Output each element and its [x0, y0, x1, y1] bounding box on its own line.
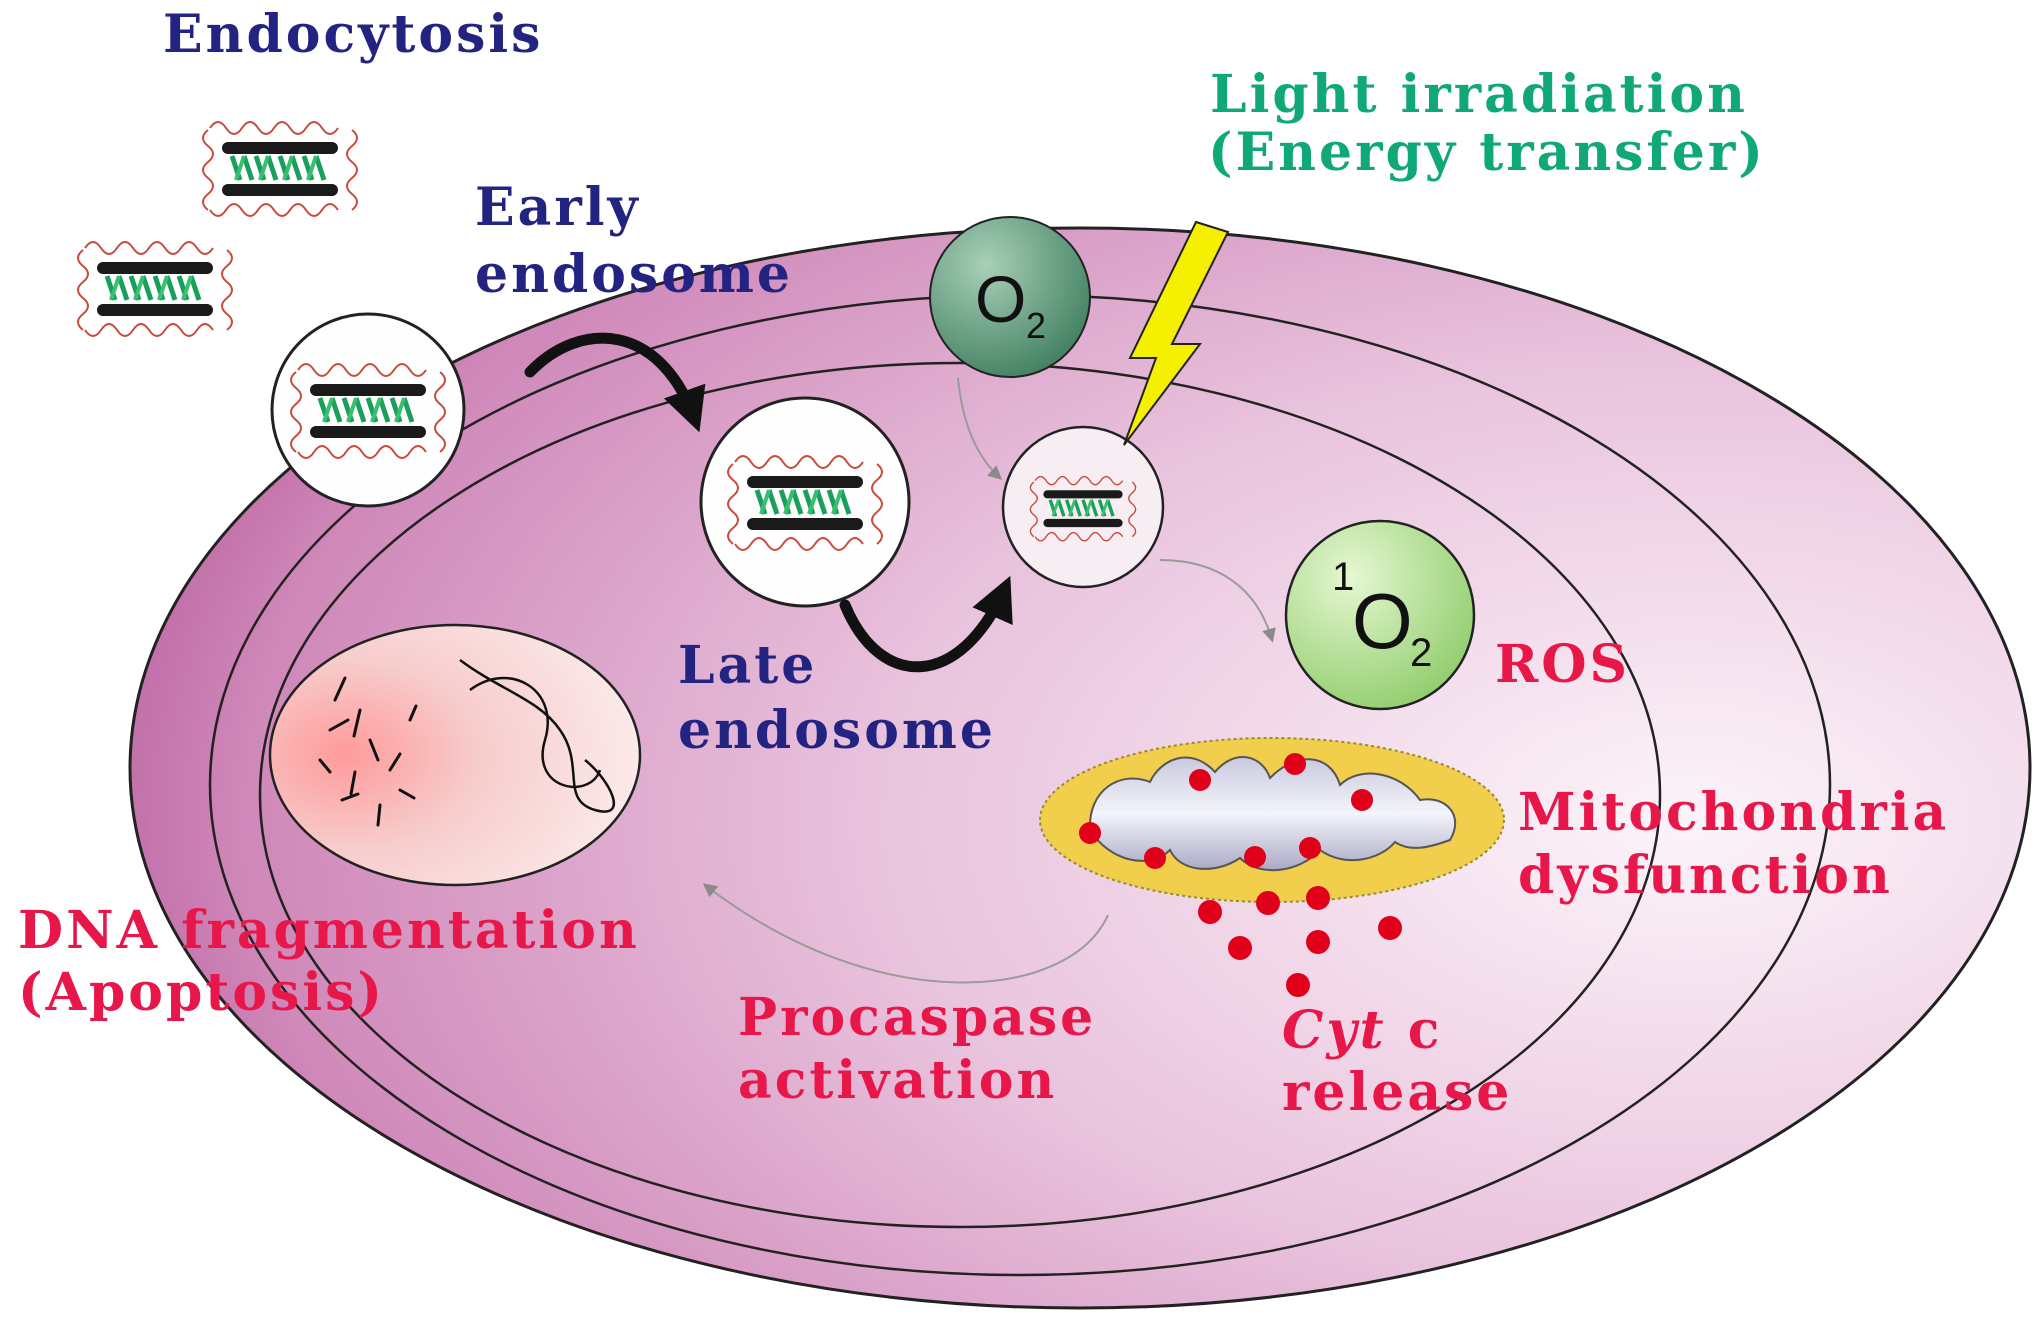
- arrow-caspase-to-nucleus: [702, 883, 1109, 984]
- singlet-superscript: 1: [1332, 555, 1354, 599]
- label-early-endosome: endosome: [475, 244, 793, 305]
- singlet-oxygen-sphere: [1284, 519, 1476, 711]
- arrow-late-to-activated: [839, 575, 1013, 673]
- label-endocytosis: Endocytosis: [163, 4, 543, 65]
- late-endosome-vesicle: [699, 396, 911, 608]
- arrow-o2-to-endosome: [957, 377, 1003, 480]
- singlet-o-symbol: O: [1352, 577, 1413, 665]
- label-release: release: [1282, 1062, 1512, 1123]
- label-late-endosome: endosome: [678, 700, 996, 761]
- label-dysfunction: dysfunction: [1518, 845, 1893, 906]
- light-bolt-icon: [1123, 220, 1230, 446]
- inner-membrane-inner: [258, 361, 1662, 1229]
- mitochondrion: [1039, 737, 1505, 903]
- label-cyt-c: Cyt c: [1282, 1000, 1442, 1061]
- activated-endosome-vesicle: [1001, 425, 1165, 589]
- nucleus: [268, 623, 642, 887]
- arrow-endosome-to-singlet: [1159, 559, 1276, 643]
- label-late: Late: [678, 635, 817, 696]
- label-ros: ROS: [1495, 634, 1630, 695]
- label-procaspase: Procaspase: [738, 987, 1096, 1048]
- label-activation: activation: [738, 1050, 1057, 1111]
- singlet-subscript: 2: [1410, 631, 1432, 675]
- label-apoptosis: (Apoptosis): [18, 962, 385, 1023]
- label-dna-fragmentation: DNA fragmentation: [18, 900, 640, 961]
- o2-subscript: 2: [1026, 305, 1046, 346]
- label-mitochondria: Mitochondria: [1518, 782, 1949, 843]
- arrow-early-to-late: [524, 332, 706, 433]
- early-endosome-vesicle: [270, 312, 466, 508]
- oxygen-sphere: [929, 216, 1091, 378]
- label-early: Early: [475, 177, 641, 238]
- nanoparticle-free-2: [78, 242, 232, 336]
- nanoparticle-free-1: [203, 122, 357, 216]
- label-light-irradiation: Light irradiation: [1210, 64, 1748, 125]
- o2-symbol: O: [975, 262, 1026, 336]
- cytochrome-c-dots: [1198, 886, 1402, 997]
- cell-membrane: [128, 226, 2032, 1310]
- label-energy-transfer: (Energy transfer): [1208, 122, 1766, 183]
